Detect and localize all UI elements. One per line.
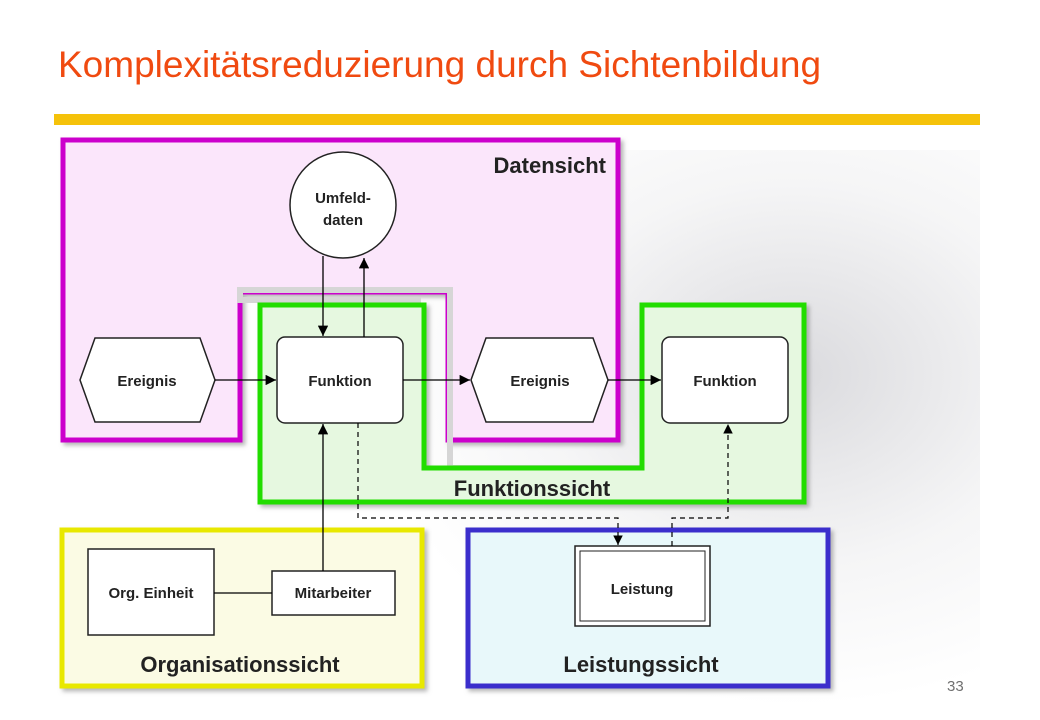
funktionssicht-label: Funktionssicht <box>454 476 611 501</box>
dashed-funktion1-to-leistung <box>357 423 623 545</box>
dashed-leistung-to-funktion2 <box>671 424 733 546</box>
umfelddaten-label-line2: daten <box>323 212 363 229</box>
umfelddaten-node <box>289 151 397 259</box>
title-underline <box>54 114 980 125</box>
leistungssicht-label: Leistungssicht <box>563 652 719 677</box>
funktion-label-1: Funktion <box>308 373 371 390</box>
ereignis-label-1: Ereignis <box>117 373 176 390</box>
mitarbeiter-node <box>271 570 396 616</box>
leistung-label: Leistung <box>611 581 674 598</box>
funktion-node-2 <box>661 336 789 424</box>
mitarbeiter-label: Mitarbeiter <box>295 585 372 602</box>
organisationssicht-label: Organisationssicht <box>140 652 340 677</box>
org-einheit-label: Org. Einheit <box>108 585 193 602</box>
datensicht-label: Datensicht <box>494 153 607 178</box>
org-einheit-node <box>87 548 215 636</box>
ereignis-node-2 <box>470 337 609 423</box>
ereignis-node-1 <box>79 337 216 423</box>
leistung-node-inner-border <box>579 550 706 622</box>
leistung-node <box>574 545 711 627</box>
ereignis-label-2: Ereignis <box>510 373 569 390</box>
page-number: 33 <box>947 678 964 695</box>
funktion-label-2: Funktion <box>693 373 756 390</box>
slide-title: Komplexitätsreduzierung durch Sichtenbil… <box>58 44 822 85</box>
umfelddaten-label-line1: Umfeld- <box>315 190 371 207</box>
